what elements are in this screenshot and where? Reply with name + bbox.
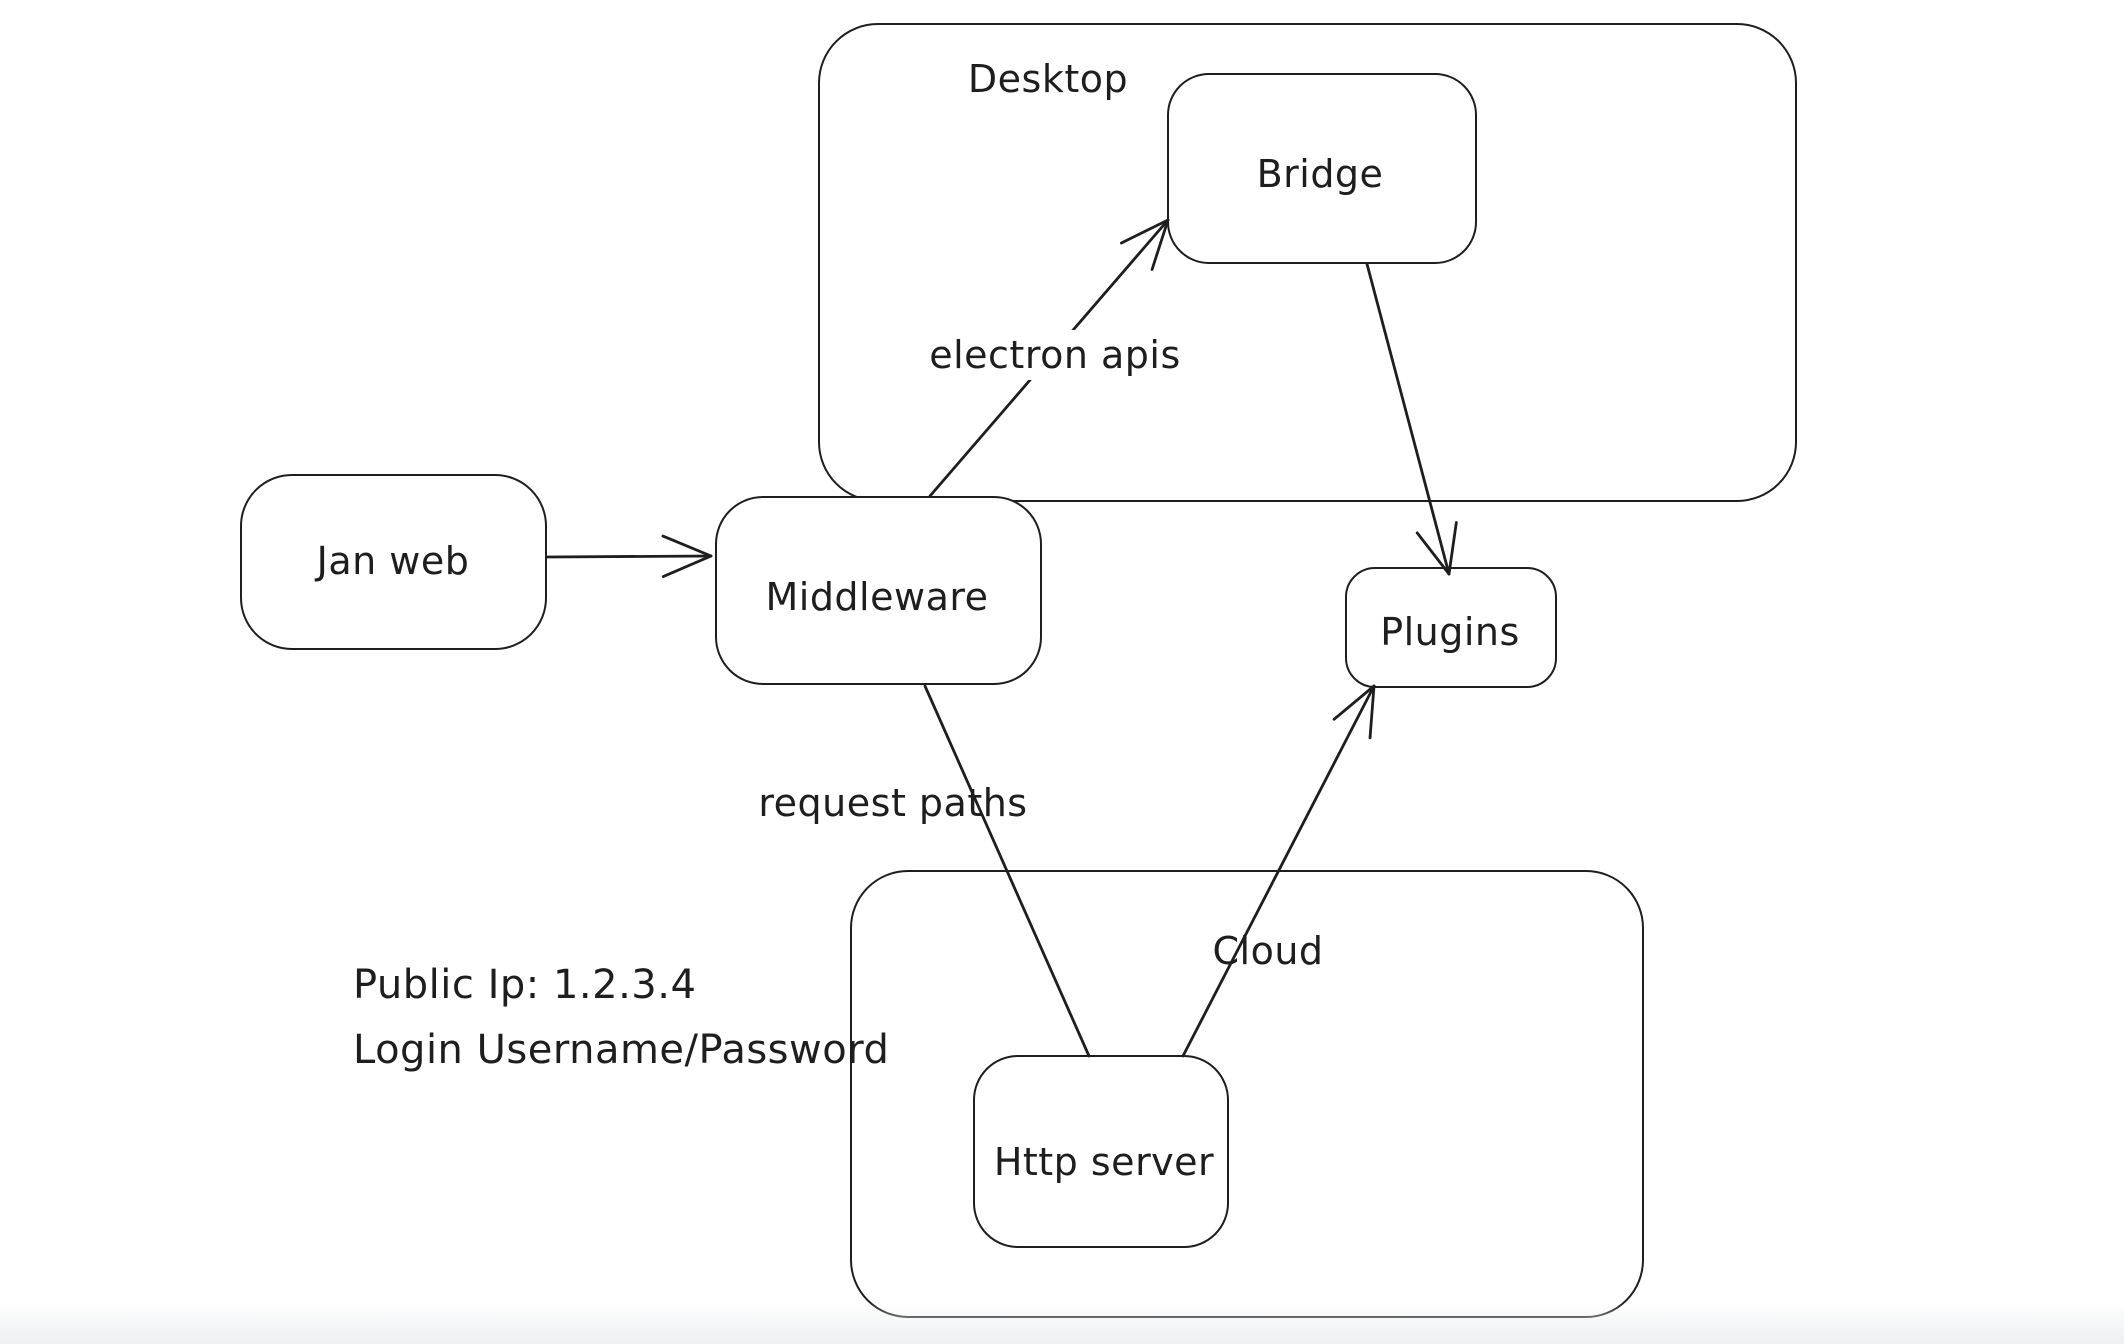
plugins-node[interactable] [1345, 567, 1557, 688]
http-server-node[interactable] [973, 1055, 1229, 1248]
login-credentials-text: Login Username/Password [353, 1027, 890, 1073]
jan-web-label: Jan web [316, 539, 470, 583]
request-paths-edge-label[interactable]: request paths [758, 781, 1028, 825]
desktop-container[interactable] [818, 23, 1797, 502]
edge-janweb-to-middleware[interactable] [545, 534, 713, 578]
plugins-label: Plugins [1380, 610, 1520, 654]
credentials-annotation[interactable]: Public Ip: 1.2.3.4 Login Username/Passwo… [353, 953, 889, 1083]
window-bottom-edge [0, 1302, 2124, 1344]
http-server-label: Http server [993, 1140, 1215, 1184]
jan-web-node[interactable] [240, 474, 547, 650]
desktop-container-label[interactable]: Desktop [967, 57, 1129, 101]
cloud-container-label[interactable]: Cloud [1212, 929, 1324, 973]
bridge-node[interactable] [1167, 73, 1477, 264]
middleware-node[interactable] [715, 496, 1042, 685]
public-ip-text: Public Ip: 1.2.3.4 [353, 962, 697, 1008]
middleware-label: Middleware [765, 575, 989, 619]
electron-apis-edge-label[interactable]: electron apis [913, 330, 1197, 380]
bridge-label: Bridge [1256, 152, 1384, 196]
